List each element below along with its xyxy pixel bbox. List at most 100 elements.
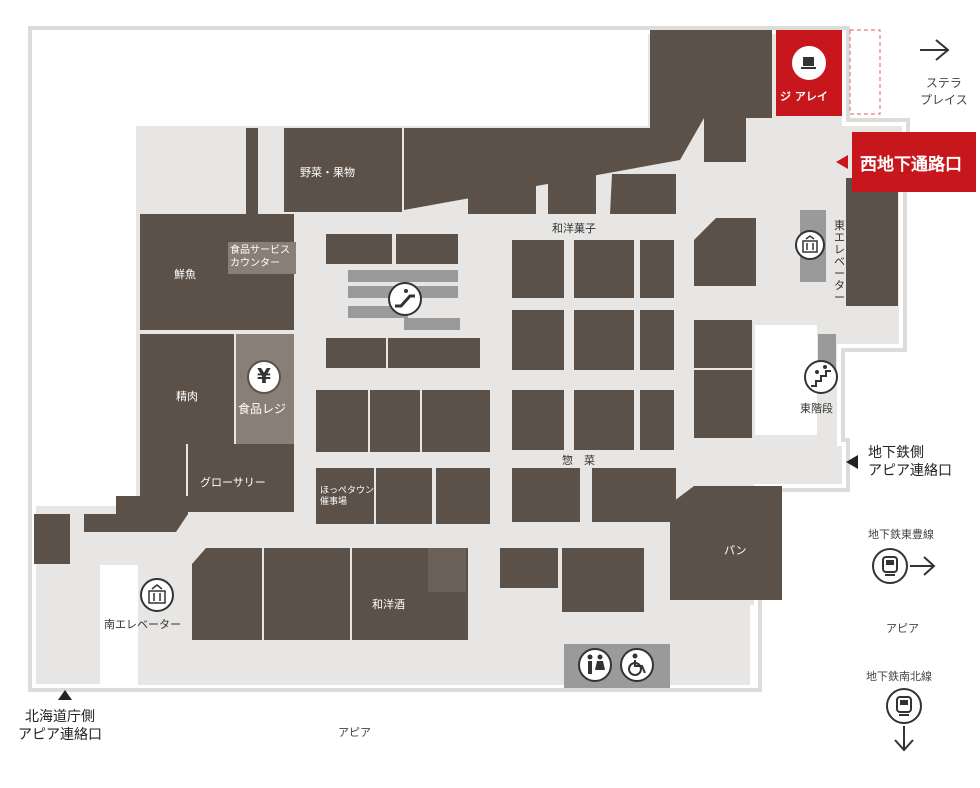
shop-blocks: [34, 30, 898, 640]
stellar-line2: プレイス: [920, 93, 968, 107]
label-bakery: パン: [724, 544, 747, 557]
label-east-elevator: 東エレベーター: [834, 219, 845, 304]
elevator-glyph: [802, 235, 818, 253]
shop-grocery: [188, 444, 294, 512]
label-liquor: 和洋酒: [372, 598, 405, 611]
shop-west-wedge: [84, 496, 188, 532]
shop-center-a1: [326, 234, 392, 264]
shop-top-2: [548, 174, 596, 214]
train-glyph-1: [882, 556, 898, 576]
east-stairs-icon: [804, 360, 838, 394]
west-underground-exit: 西地下通路口: [860, 155, 962, 175]
south-elevator-glyph: [148, 584, 166, 604]
yen-icon: ¥: [247, 360, 281, 394]
shop-east-3: [694, 218, 756, 286]
cafe-cup-icon: [792, 46, 826, 80]
shop-east-1: [694, 370, 752, 438]
label-hoppe-line1: ほっぺタウン: [320, 486, 375, 496]
shop-nw-top: [404, 30, 772, 210]
west-exit-box: [852, 132, 976, 192]
shop-center-c3: [422, 390, 490, 452]
train-glyph-2: [896, 696, 912, 716]
label-grocery: グローサリー: [200, 476, 266, 489]
shop-top-1: [468, 174, 536, 214]
label-register: 食品レジ: [238, 402, 287, 416]
shop-top-3: [610, 174, 676, 214]
shop-center-b2: [388, 338, 480, 368]
subway-side-line2: アピア連絡口: [868, 463, 952, 479]
toho-line-label: 地下鉄東豊線: [868, 528, 934, 541]
restroom-glyph: [587, 654, 605, 674]
apia-bottom-label: アピア: [338, 726, 371, 739]
shop-center-c2: [370, 390, 420, 452]
shop-bakery: [670, 486, 782, 600]
stairs-glyph: [811, 365, 831, 387]
nanboku-arrow: [894, 726, 914, 752]
shop-liquor-left: [192, 548, 262, 640]
subway-nanboku-icon: [886, 688, 922, 724]
shop-sweets-4: [512, 310, 564, 370]
shop-east-wall: [846, 178, 898, 306]
shop-center-c1: [316, 390, 368, 452]
shop-east-2: [694, 320, 752, 368]
escalator-icon: [388, 282, 422, 316]
stellar-dashed-area: [849, 29, 881, 115]
west-exit-arrow: [836, 155, 848, 169]
label-cafe: ジ アレイ: [780, 90, 828, 103]
label-sweets: 和洋菓子: [552, 222, 596, 235]
white-zone-west: [36, 126, 136, 506]
label-hoppe: ほっぺタウン 催事場: [320, 486, 374, 508]
apia-right-label: アピア: [886, 622, 919, 635]
shop-center-b1: [326, 338, 386, 368]
hokkaido-office-exit: 北海道庁側 アピア連絡口: [18, 708, 102, 744]
shop-sweets-1: [512, 240, 564, 298]
hokkaido-arrow: [58, 690, 72, 700]
shop-meat-low: [140, 444, 186, 496]
shop-center-d1: [376, 468, 432, 524]
shop-west-small: [34, 514, 70, 564]
shop-deli-5: [592, 468, 676, 522]
toho-arrow: [910, 556, 936, 576]
label-fish: 鮮魚: [174, 268, 196, 281]
label-meat: 精肉: [176, 390, 198, 403]
label-east-stairs: 東階段: [800, 402, 833, 415]
shop-center-d2: [436, 468, 490, 524]
subway-toho-icon: [872, 548, 908, 584]
shop-center-a2: [396, 234, 458, 264]
label-deli: 惣 菜: [562, 454, 595, 467]
subway-side-arrow: [846, 455, 858, 469]
yen-symbol: ¥: [257, 364, 271, 388]
south-elevator-icon: [140, 578, 174, 612]
shop-meat: [140, 334, 234, 444]
shop-sweets-6: [640, 310, 674, 370]
east-elevator-icon: [795, 230, 825, 260]
white-zone-nw: [36, 34, 648, 126]
label-service-line1: 食品サービス: [230, 245, 290, 256]
subway-side-exit: 地下鉄側 アピア連絡口: [868, 444, 952, 480]
label-service-line2: カウンター: [230, 258, 280, 269]
shop-vegetables: [284, 128, 402, 212]
shop-south-1: [500, 548, 558, 588]
wheelchair-glyph: [628, 653, 646, 676]
label-hoppe-line2: 催事場: [320, 497, 348, 507]
shop-vegetables-strip: [246, 128, 258, 214]
nanboku-line-label: 地下鉄南北線: [866, 670, 932, 683]
shop-deli-3: [640, 390, 674, 450]
shop-deli-4: [512, 468, 580, 522]
stellar-place-label: ステラ プレイス: [920, 74, 968, 108]
shop-sweets-3: [640, 240, 674, 298]
shop-liquor-mid: [264, 548, 350, 640]
restroom-icon: [578, 648, 612, 682]
shop-south-2: [562, 548, 644, 612]
service-counter-block: [228, 242, 296, 274]
hokkaido-line2: アピア連絡口: [18, 727, 102, 743]
shop-sweets-2: [574, 240, 634, 298]
wheelchair-icon: [620, 648, 654, 682]
shop-east-4: [704, 108, 746, 162]
shop-sweets-5: [574, 310, 634, 370]
shop-deli-1: [512, 390, 564, 450]
hokkaido-line1: 北海道庁側: [25, 709, 95, 725]
escalator-glyph: [395, 289, 415, 308]
